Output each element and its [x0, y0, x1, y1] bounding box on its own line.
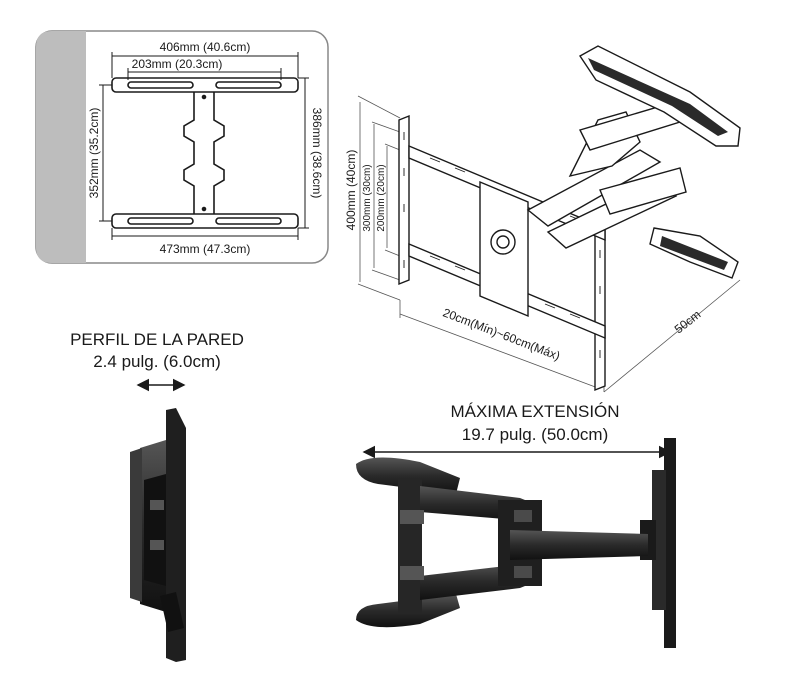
- plate-width-outer: 406mm (40.6cm): [160, 40, 251, 54]
- extension-value: 19.7 pulg. (50.0cm): [462, 425, 608, 444]
- extension-drawing: [356, 438, 676, 648]
- iso-height-300: 300mm (30cm): [362, 164, 373, 231]
- wall-shade: [36, 31, 86, 263]
- iso-arm-length: 50cm: [672, 307, 704, 336]
- extension-title: MÁXIMA EXTENSIÓN: [450, 402, 619, 421]
- profile-drawing: [130, 408, 186, 662]
- plate-width-inner: 203mm (20.3cm): [132, 57, 223, 71]
- isometric-mount: 400mm (40cm) 300mm (30cm) 200mm (20cm) 2…: [344, 45, 741, 393]
- plate-height-right: 386mm (38.6cm): [310, 108, 324, 199]
- iso-height-400: 400mm (40cm): [344, 150, 358, 231]
- profile-title: PERFIL DE LA PARED: [70, 330, 244, 349]
- plate-width-bottom: 473mm (47.3cm): [160, 242, 251, 256]
- iso-depth: 20cm(Mín)~60cm(Máx): [441, 305, 562, 363]
- wall-profile-panel: PERFIL DE LA PARED 2.4 pulg. (6.0cm): [70, 330, 244, 662]
- iso-height-200: 200mm (20cm): [376, 164, 387, 231]
- wall-plate-panel: 406mm (40.6cm) 203mm (20.3cm) 352mm (35.…: [35, 30, 329, 264]
- extension-panel: MÁXIMA EXTENSIÓN 19.7 pulg. (50.0cm): [356, 402, 676, 648]
- plate-height-left: 352mm (35.2cm): [87, 108, 101, 199]
- profile-value: 2.4 pulg. (6.0cm): [93, 352, 221, 371]
